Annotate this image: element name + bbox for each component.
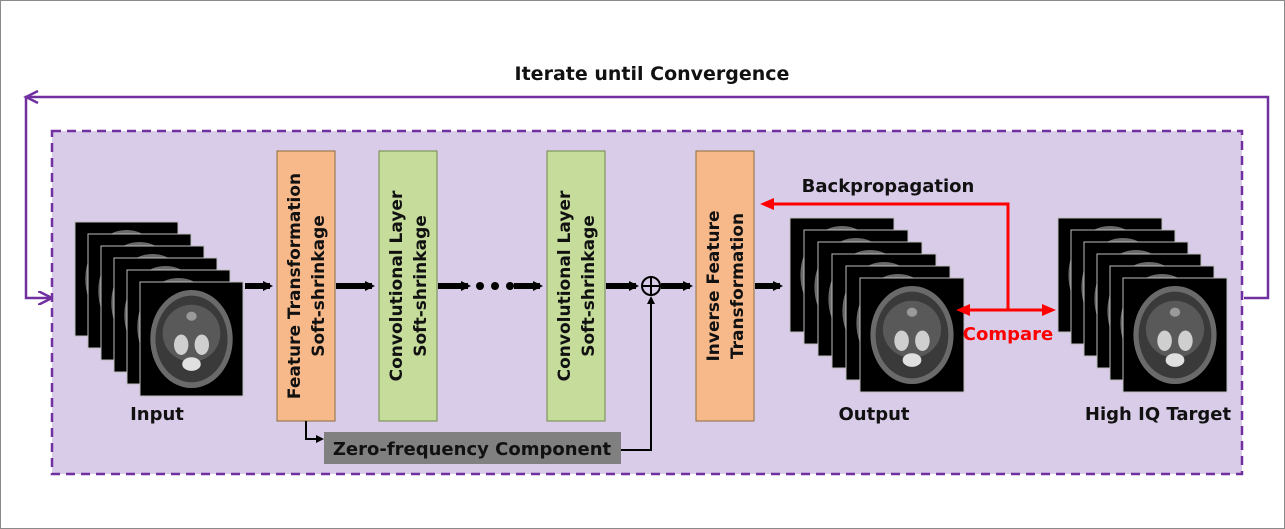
iterate-loop-arrow [24, 95, 1270, 298]
compare-label: Compare [963, 324, 1053, 345]
target-image-stack [1057, 217, 1228, 393]
ellipsis-dots [476, 282, 514, 290]
backpropagation-label: Backpropagation [802, 176, 975, 197]
feature-transformation-line1: Feature Transformation [285, 173, 305, 399]
zero-freq-input-arrow [305, 421, 324, 443]
conv-layer-2-line2: Soft-shrinkage [579, 215, 599, 357]
conv-layer-2-block: Convolutional Layer Soft-shrinkage [546, 150, 606, 422]
title: Iterate until Convergence [515, 63, 790, 85]
target-label: High IQ Target [1085, 404, 1232, 425]
inverse-transformation-line1: Inverse Feature [704, 210, 724, 361]
zero-freq-output-arrow [621, 296, 655, 451]
inverse-transformation-line2: Transformation [728, 213, 748, 359]
conv-layer-1-line2: Soft-shrinkage [411, 215, 431, 357]
input-image-stack [74, 221, 244, 397]
iterate-loop-arrowhead [23, 89, 39, 105]
feature-transformation-line2: Soft-shrinkage [309, 215, 329, 357]
output-image-stack [789, 217, 965, 393]
sum-node [641, 276, 661, 296]
zero-frequency-label: Zero-frequency Component [333, 439, 612, 460]
inverse-feature-transformation-block: Inverse Feature Transformation [695, 150, 755, 422]
input-label: Input [130, 404, 184, 425]
output-label: Output [838, 404, 909, 425]
zero-frequency-box [324, 432, 621, 464]
backpropagation-arrow [760, 198, 1010, 310]
conv-layer-1-block: Convolutional Layer Soft-shrinkage [378, 150, 438, 422]
feature-transformation-block: Feature Transformation Soft-shrinkage [276, 150, 336, 422]
conv-layer-2-line1: Convolutional Layer [555, 190, 575, 381]
conv-layer-1-line1: Convolutional Layer [387, 190, 407, 381]
